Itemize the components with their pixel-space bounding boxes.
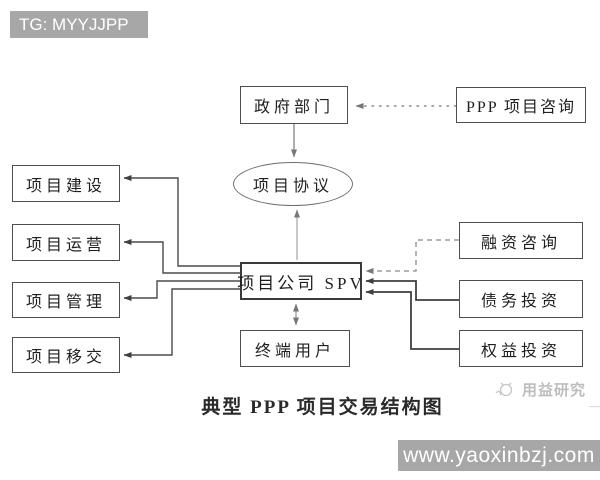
node-equity-label: 权益投资	[480, 342, 561, 360]
node-end-user-label: 终端用户	[254, 342, 335, 360]
node-project-transfer: 项目移交	[12, 337, 120, 373]
node-management-label: 项目管理	[25, 294, 106, 311]
tg-watermark-text: TG: MYYJJPP	[19, 14, 129, 34]
diagram-caption: 典型 PPP 项目交易结构图	[201, 397, 444, 418]
node-government-label: 政府部门	[253, 99, 334, 116]
node-debt-investment: 债务投资	[459, 280, 583, 318]
node-spv-label: 项目公司 SPV	[237, 273, 365, 293]
node-operation-label: 项目运营	[25, 236, 106, 254]
node-financing-label: 融资咨询	[480, 234, 561, 252]
node-ppp-consulting-label: PPP 项目咨询	[465, 99, 577, 116]
website-banner: www.yaoxinbzj.com	[398, 440, 600, 471]
node-project-management: 项目管理	[12, 282, 120, 318]
connector-financing-spv	[365, 239, 459, 274]
node-debt-label: 债务投资	[480, 293, 561, 310]
website-url-text: www.yaoxinbzj.com	[403, 443, 595, 467]
node-project-company-spv: 项目公司 SPV	[237, 262, 365, 300]
connector-spv-operation	[123, 239, 240, 274]
yongyi-logo-icon	[495, 382, 513, 396]
tg-watermark-banner: TG: MYYJJPP	[10, 11, 148, 38]
yongyi-watermark-text: 用益研究	[522, 383, 587, 399]
connector-spv-construction	[123, 175, 240, 267]
connector-debt-spv	[365, 278, 459, 301]
node-government: 政府部门	[240, 86, 348, 124]
node-transfer-label: 项目移交	[25, 349, 106, 366]
connector-spv-transfer	[123, 288, 240, 358]
node-construction-label: 项目建设	[25, 177, 106, 195]
node-project-agreement-label: 项目协议	[252, 178, 333, 195]
node-project-construction: 项目建设	[12, 165, 120, 202]
node-ppp-consulting: PPP 项目咨询	[456, 87, 586, 123]
node-equity-investment: 权益投资	[459, 330, 583, 367]
node-end-user: 终端用户	[240, 330, 350, 367]
yongyi-watermark: 用益研究	[493, 379, 586, 400]
node-financing-consulting: 融资咨询	[459, 222, 583, 259]
watermark-dash: —	[589, 398, 600, 414]
node-project-agreement: 项目协议	[233, 162, 353, 206]
connector-spv-management	[123, 280, 240, 301]
node-project-operation: 项目运营	[12, 224, 120, 261]
connector-equity-spv	[365, 289, 459, 350]
